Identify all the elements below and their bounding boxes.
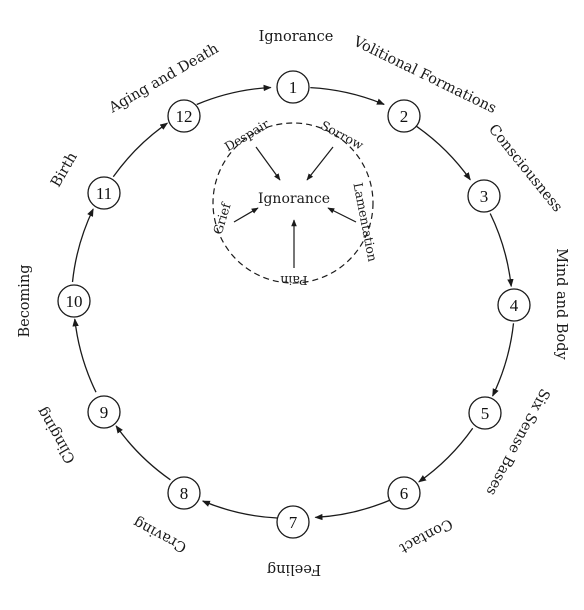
node-6: 6 xyxy=(387,476,421,510)
node-4: 4 xyxy=(497,288,531,322)
inner-center-ignorance: Ignorance xyxy=(258,191,330,207)
node-number: 7 xyxy=(289,513,298,532)
node-number: 1 xyxy=(289,78,298,97)
label-clinging: Clinging xyxy=(34,404,79,466)
inner-label-sorrow: Sorrow xyxy=(318,118,366,153)
node-1: 1 xyxy=(276,70,310,104)
inner-label-pain: Pain xyxy=(280,273,307,288)
arrow-despair-to-ignorance xyxy=(255,146,281,181)
inner-dashed-ring xyxy=(212,122,374,284)
cycle-nodes: 1 2 3 4 5 6 7 8 9 10 11 12 xyxy=(57,70,531,539)
node-circle xyxy=(387,99,421,133)
node-circle xyxy=(57,284,91,318)
node-number: 6 xyxy=(400,484,409,503)
label-craving: Craving xyxy=(131,514,190,555)
label-volitional-formations: Volitional Formations xyxy=(350,33,499,117)
arrow-4-to-5 xyxy=(492,323,515,397)
node-circle xyxy=(276,70,310,104)
label-feeling: Feeling xyxy=(267,561,321,577)
node-circle xyxy=(87,176,121,210)
node-12: 12 xyxy=(167,99,201,133)
node-11: 11 xyxy=(87,176,121,210)
inner-cycle xyxy=(212,122,374,284)
arrow-12-to-1 xyxy=(196,84,272,106)
label-mind-and-body: Mind and Body xyxy=(553,248,569,360)
node-number: 11 xyxy=(96,184,112,203)
inner-label-despair: Despair xyxy=(222,116,272,154)
arrow-2-to-3 xyxy=(415,125,471,181)
arrow-grief-to-ignorance xyxy=(233,207,259,223)
arrow-6-to-7 xyxy=(314,499,390,521)
node-number: 3 xyxy=(480,187,489,206)
arrow-sorrow-to-ignorance xyxy=(306,146,334,181)
node-number: 8 xyxy=(180,484,189,503)
node-number: 12 xyxy=(176,107,193,126)
node-number: 5 xyxy=(481,404,490,423)
arrow-5-to-6 xyxy=(418,427,474,483)
cycle-arrows xyxy=(71,84,515,521)
node-circle xyxy=(87,395,121,429)
node-5: 5 xyxy=(468,396,502,430)
node-number: 9 xyxy=(100,403,109,422)
label-aging-and-death: Aging and Death xyxy=(106,41,222,117)
node-circle xyxy=(387,476,421,510)
node-9: 9 xyxy=(87,395,121,429)
arrow-1-to-2 xyxy=(310,86,385,105)
arrow-10-to-11 xyxy=(71,208,94,283)
arrow-8-to-9 xyxy=(115,425,171,481)
node-2: 2 xyxy=(387,99,421,133)
inner-label-lamentation: Lamentation xyxy=(350,181,380,263)
inner-label-grief: Grief xyxy=(210,200,234,236)
arrow-lamentation-to-ignorance xyxy=(327,207,357,223)
node-number: 4 xyxy=(510,296,519,315)
node-circle xyxy=(167,99,201,133)
arrow-7-to-8 xyxy=(201,500,278,519)
label-becoming: Becoming xyxy=(17,264,33,337)
label-ignorance: Ignorance xyxy=(259,29,334,45)
node-circle xyxy=(167,476,201,510)
arrow-11-to-12 xyxy=(112,122,169,178)
label-birth: Birth xyxy=(48,150,81,190)
node-3: 3 xyxy=(467,179,501,213)
node-circle xyxy=(276,505,310,539)
node-number: 10 xyxy=(66,292,83,311)
node-8: 8 xyxy=(167,476,201,510)
node-circle xyxy=(467,179,501,213)
node-circle xyxy=(497,288,531,322)
node-circle xyxy=(468,396,502,430)
inner-labels: Despair Sorrow Lamentation Pain Grief Ig… xyxy=(210,116,381,288)
arrow-3-to-4 xyxy=(489,213,514,288)
node-7: 7 xyxy=(276,505,310,539)
arrow-9-to-10 xyxy=(72,318,97,393)
inner-arrows xyxy=(233,146,357,268)
label-contact: Contact xyxy=(397,515,456,556)
cycle-labels: Ignorance Volitional Formations Consciou… xyxy=(17,29,569,577)
node-number: 2 xyxy=(400,107,409,126)
node-10: 10 xyxy=(57,284,91,318)
